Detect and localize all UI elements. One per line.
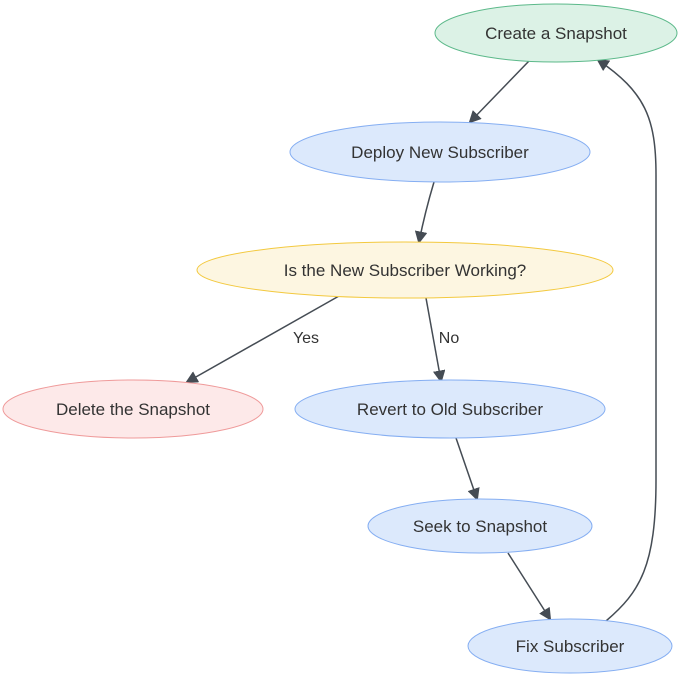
- edge-labels: Yes No: [293, 330, 459, 347]
- node-delete-snapshot-shape: [2, 379, 264, 439]
- node-fix-subscriber-label: Fix Subscriber: [516, 637, 625, 656]
- node-is-new-subscriber-working-label: Is the New Subscriber Working?: [284, 261, 527, 280]
- node-deploy-new-subscriber-shape: [289, 121, 591, 183]
- node-seek-to-snapshot-label: Seek to Snapshot: [413, 517, 547, 536]
- node-seek-to-snapshot: Seek to Snapshot: [367, 498, 593, 554]
- edge-revert-to-seek: [455, 437, 477, 499]
- node-is-new-subscriber-working: Is the New Subscriber Working?: [196, 241, 614, 299]
- edge-label-yes: Yes: [293, 330, 319, 347]
- node-is-new-subscriber-working-shape: [196, 241, 614, 299]
- node-fix-subscriber: Fix Subscriber: [467, 618, 673, 674]
- node-delete-snapshot: Delete the Snapshot: [2, 379, 264, 439]
- edge-working-to-revert-no: [425, 297, 441, 381]
- node-revert-to-old-subscriber-shape: [294, 379, 606, 439]
- node-create-snapshot: Create a Snapshot: [434, 3, 678, 63]
- node-create-snapshot-label: Create a Snapshot: [485, 24, 627, 43]
- node-revert-to-old-subscriber: Revert to Old Subscriber: [294, 379, 606, 439]
- edge-create-to-deploy: [470, 60, 530, 122]
- node-deploy-new-subscriber: Deploy New Subscriber: [289, 121, 591, 183]
- node-deploy-new-subscriber-label: Deploy New Subscriber: [351, 143, 529, 162]
- node-create-snapshot-shape: [434, 3, 678, 63]
- edges: [187, 60, 657, 622]
- edge-fix-to-create-loop: [598, 60, 657, 622]
- edge-seek-to-fix: [507, 552, 550, 619]
- node-fix-subscriber-shape: [467, 618, 673, 674]
- node-revert-to-old-subscriber-label: Revert to Old Subscriber: [357, 400, 543, 419]
- node-seek-to-snapshot-shape: [367, 498, 593, 554]
- edge-working-to-delete-yes: [187, 295, 340, 382]
- edge-label-no: No: [439, 330, 460, 347]
- edge-deploy-to-working: [419, 181, 435, 242]
- node-delete-snapshot-label: Delete the Snapshot: [56, 400, 210, 419]
